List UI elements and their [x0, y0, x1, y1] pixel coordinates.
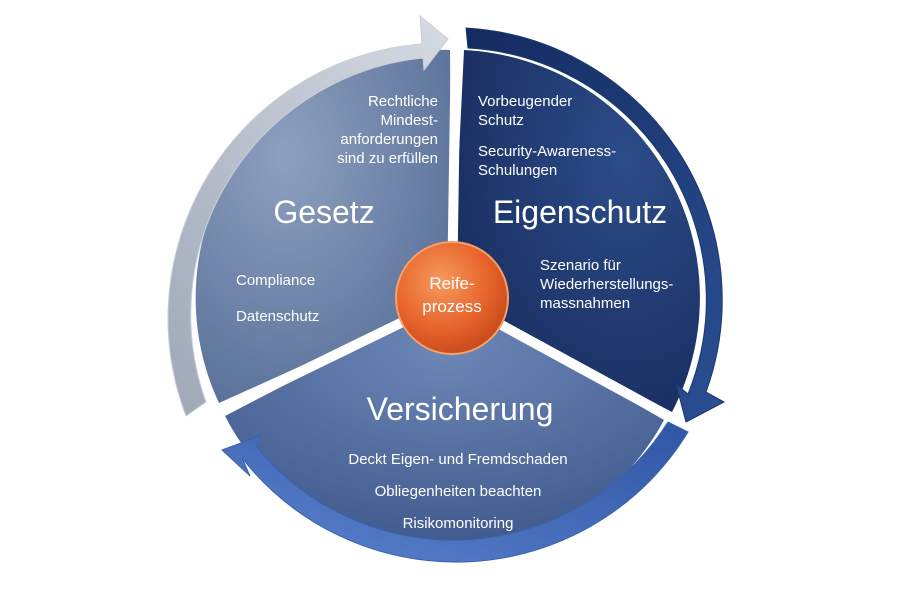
- eigenschutz-item1-line1: Vorbeugender: [478, 93, 572, 110]
- gesetz-top-line2: Mindest-: [380, 112, 438, 129]
- gesetz-top-line4: sind zu erfüllen: [337, 150, 438, 167]
- center-label-line2: prozess: [422, 297, 482, 316]
- gesetz-title: Gesetz: [273, 194, 374, 230]
- eigenschutz-title: Eigenschutz: [493, 194, 667, 230]
- gesetz-item-compliance: Compliance: [236, 272, 315, 289]
- versicherung-item-obliegenheiten: Obliegenheiten beachten: [375, 483, 542, 500]
- eigenschutz-item1-line2: Schutz: [478, 112, 524, 129]
- segment-eigenschutz: [452, 50, 700, 412]
- eigenschutz-item2-line2: Schulungen: [478, 162, 557, 179]
- eigenschutz-item3-line2: Wiederherstellungs-: [540, 276, 673, 293]
- gesetz-item-datenschutz: Datenschutz: [236, 308, 319, 325]
- gesetz-top-line3: anforderungen: [340, 131, 438, 148]
- versicherung-title: Versicherung: [367, 391, 554, 427]
- eigenschutz-item3-line1: Szenario für: [540, 257, 621, 274]
- versicherung-item-risikomonitoring: Risikomonitoring: [403, 515, 514, 532]
- arrow-eigenschutz: [465, 27, 726, 423]
- center-label-line1: Reife-: [429, 274, 474, 293]
- arrow-versicherung: [221, 421, 689, 563]
- gesetz-top-line1: Rechtliche: [368, 93, 438, 110]
- versicherung-item-deckt: Deckt Eigen- und Fremdschaden: [348, 451, 567, 468]
- segment-versicherung: [225, 298, 664, 551]
- eigenschutz-item2-line1: Security-Awareness-: [478, 143, 616, 160]
- eigenschutz-item3-line3: massnahmen: [540, 295, 630, 312]
- center-circle: [395, 241, 509, 355]
- arrow-gesetz: [167, 14, 449, 417]
